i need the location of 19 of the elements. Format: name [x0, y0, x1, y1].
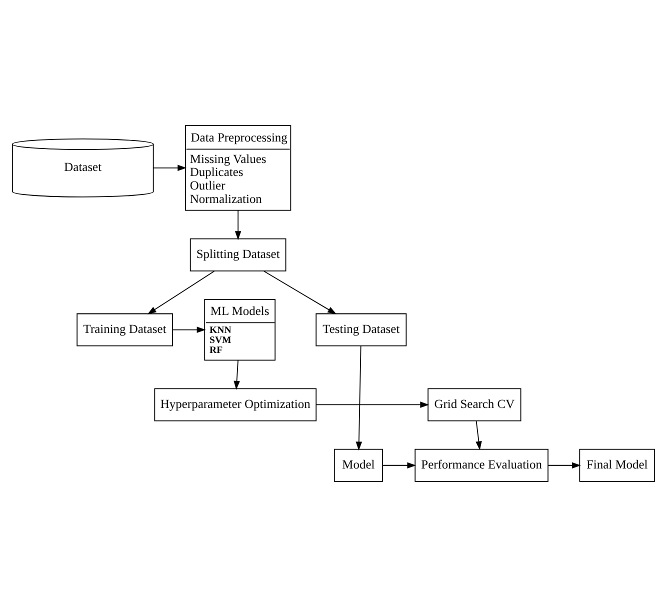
node-box: Testing Dataset	[316, 313, 407, 346]
arrow	[147, 270, 215, 314]
arrow	[356, 346, 362, 451]
arrow	[172, 326, 206, 333]
node-box: Hyperparameter Optimization	[154, 388, 317, 422]
node-box: Splitting Dataset	[190, 238, 286, 272]
arrow	[382, 462, 416, 468]
arrow	[263, 270, 337, 314]
node-box: Final Model	[579, 448, 656, 482]
arrow	[476, 420, 482, 450]
arrow	[234, 210, 242, 240]
node-box: Performance Evaluation	[414, 448, 548, 482]
node-box: Grid Search CV	[428, 388, 522, 422]
arrow	[548, 462, 581, 468]
node-box: Model	[334, 448, 383, 482]
arrow	[153, 164, 187, 172]
arrow	[316, 402, 430, 408]
node-box: Training Dataset	[76, 313, 173, 346]
arrow	[234, 360, 240, 390]
